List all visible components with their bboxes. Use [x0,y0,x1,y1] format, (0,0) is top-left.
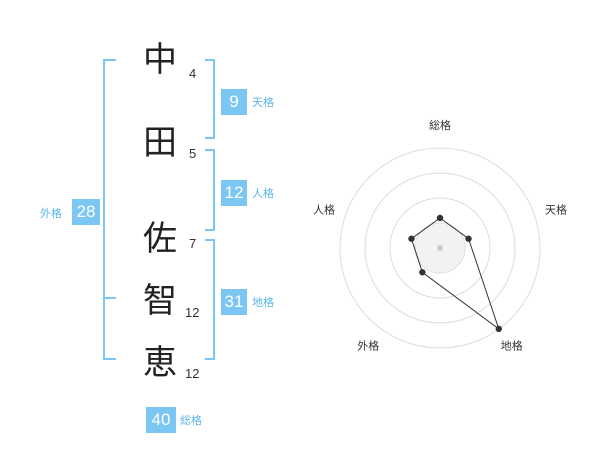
name-char-5: 恵 [143,343,177,383]
chikaku-badge: 31 [221,289,247,315]
stroke-count-5: 12 [185,366,200,381]
jinkaku-bracket [205,149,215,231]
soukaku-label: 総格 [180,414,202,427]
stroke-count-4: 12 [185,305,200,320]
jinkaku-label: 人格 [252,187,274,200]
radar-point-5 [408,235,415,242]
gaikaku-bracket [103,59,116,360]
name-char-2: 田 [143,123,177,163]
gaikaku-label: 外格 [40,207,62,220]
radar-point-4 [419,269,426,276]
jinkaku-badge: 12 [221,180,247,206]
tenkaku-bracket [205,59,215,139]
stroke-count-3: 7 [189,236,197,251]
radar-axis-label-5: 人格 [313,202,335,216]
radar-ring-4 [339,147,541,349]
soukaku-badge: 40 [146,407,176,433]
radar-axis-label-3: 地格 [501,339,523,353]
tenkaku-label: 天格 [252,96,274,109]
stroke-count-1: 4 [189,66,197,81]
stroke-count-2: 5 [189,146,197,161]
radar-axis-label-4: 外格 [357,339,379,353]
gaikaku-badge: 28 [72,199,100,225]
radar-axis-label-2: 天格 [545,202,567,216]
name-char-3: 佐 [143,219,177,259]
radar-axis-label-1: 総格 [429,118,451,132]
chikaku-label: 地格 [252,296,274,309]
tenkaku-badge: 9 [221,89,247,115]
radar-point-3 [495,325,502,333]
radar-center-dot [437,245,443,251]
radar-ring-2 [389,197,491,299]
chikaku-bracket [205,239,215,360]
radar-point-2 [465,235,472,242]
radar-series-line [410,217,500,331]
radar-ring-3 [364,172,516,324]
name-char-1: 中 [143,40,177,80]
radar-point-1 [436,214,444,222]
name-char-4: 智 [143,281,177,321]
